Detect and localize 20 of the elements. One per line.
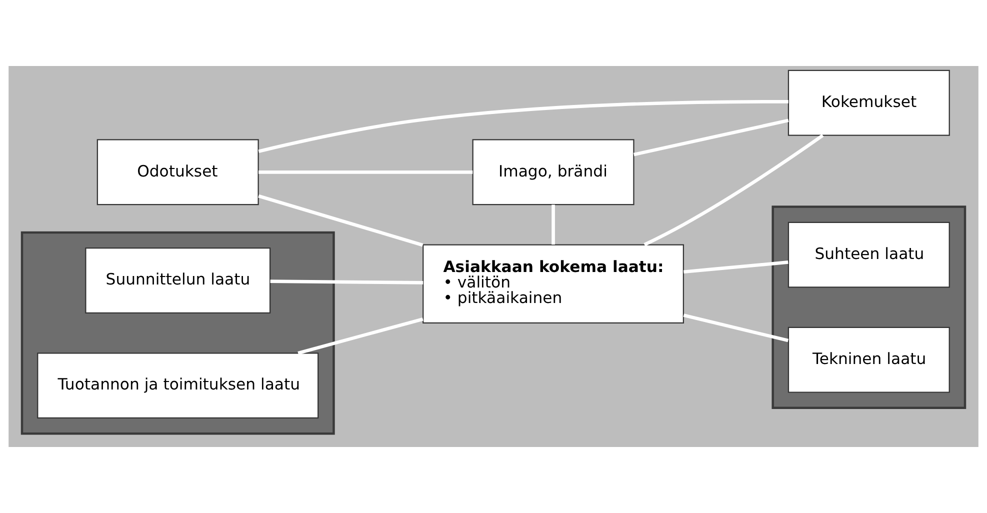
connector [270, 280, 424, 284]
cluster [772, 206, 966, 410]
connector [644, 134, 824, 246]
connector [298, 317, 424, 355]
node-box: Asiakkaan kokema laatu: • välitön • pitkäaikainen [422, 244, 684, 324]
node-box: Kokemukset [788, 70, 950, 136]
node-box: Odotukset [96, 139, 259, 206]
node-box: Imago, brändi [472, 139, 634, 206]
connector [634, 118, 789, 156]
node-box: Tekninen laatu [788, 326, 950, 393]
cluster [20, 231, 335, 435]
node-box: Suunnittelun laatu [85, 248, 271, 314]
connector [258, 100, 788, 153]
connector [258, 170, 473, 174]
connector [552, 204, 555, 245]
node-box: Tuotannon ja toimituksen laatu [37, 352, 319, 418]
connector [258, 194, 424, 247]
node-box: Suhteen laatu [788, 222, 950, 288]
connector [683, 314, 789, 342]
connector [684, 260, 788, 274]
